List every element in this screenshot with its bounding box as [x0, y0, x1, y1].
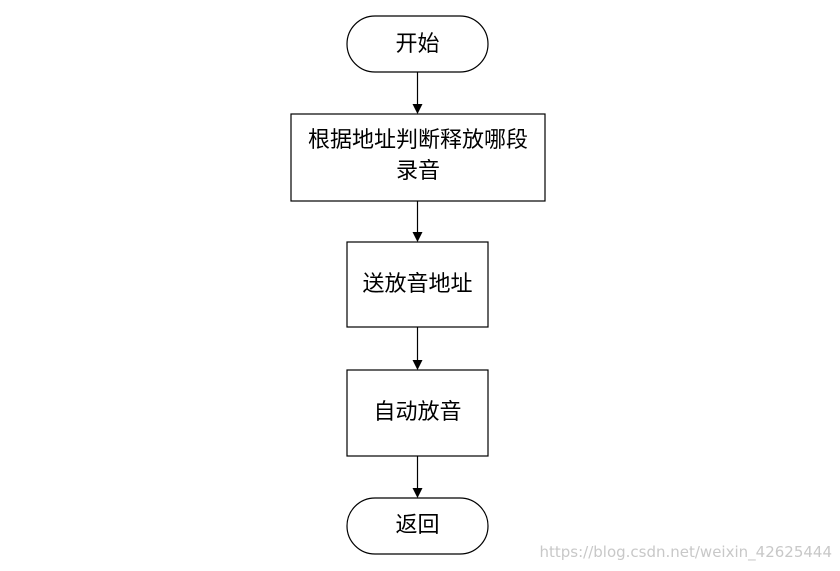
start-node: 开始: [346, 15, 489, 73]
step1-node-label-line2: 录音: [396, 159, 440, 184]
step1-node-label-line1: 根据地址判断释放哪段: [308, 128, 528, 153]
start-node-label: 开始: [395, 32, 439, 57]
step3-node-label: 自动放音: [373, 400, 461, 425]
end-node-label: 返回: [395, 513, 439, 538]
step1-node-shape: [290, 113, 546, 202]
step2-node: 送放音地址: [346, 241, 489, 328]
end-node-shape: [346, 497, 489, 555]
watermark-text: https://blog.csdn.net/weixin_42625444: [539, 543, 832, 562]
end-node: 返回: [346, 497, 489, 555]
step3-node: 自动放音: [346, 369, 489, 457]
step1-node: 根据地址判断释放哪段 录音: [290, 113, 546, 202]
step3-node-shape: [346, 369, 489, 457]
step2-node-label: 送放音地址: [362, 272, 472, 297]
